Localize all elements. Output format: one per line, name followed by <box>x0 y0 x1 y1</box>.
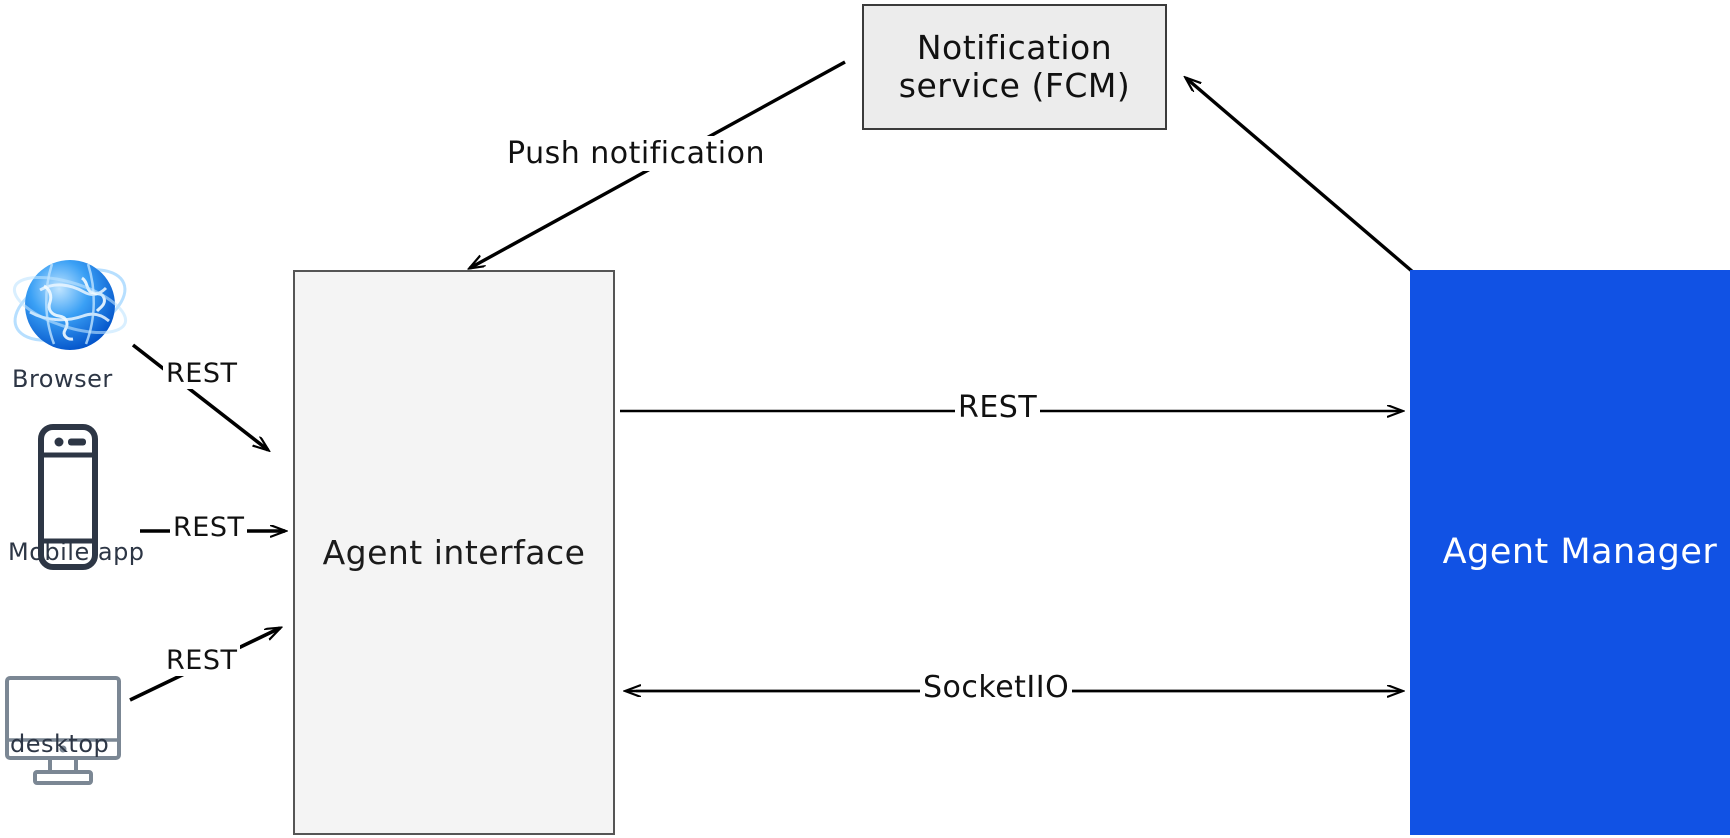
mobile-phone-icon <box>36 423 100 573</box>
notification-service-label: Notification service (FCM) <box>898 28 1131 105</box>
node-agent-interface[interactable]: Agent interface <box>293 270 615 835</box>
globe-icon <box>10 250 130 360</box>
agent-manager-label: Agent Manager <box>1442 532 1718 573</box>
edge-label-rest-interface-manager: REST <box>955 390 1041 425</box>
edge-label-rest-mobile: REST <box>170 512 248 543</box>
desktop-caption: desktop <box>10 730 110 758</box>
node-agent-manager[interactable]: Agent Manager <box>1410 270 1730 835</box>
mobile-app-caption: Mobile app <box>8 538 145 566</box>
agent-interface-label: Agent interface <box>322 532 586 572</box>
edge-label-push-notification: Push notification <box>504 136 768 171</box>
edge-label-socketio: SocketIIO <box>920 670 1073 705</box>
desktop-monitor-icon <box>4 675 122 790</box>
edge-manager-to-notification <box>1186 78 1422 280</box>
edge-label-rest-browser: REST <box>163 358 241 389</box>
edge-label-rest-desktop: REST <box>163 645 241 676</box>
browser-caption: Browser <box>12 365 113 393</box>
node-notification-service[interactable]: Notification service (FCM) <box>862 4 1167 130</box>
